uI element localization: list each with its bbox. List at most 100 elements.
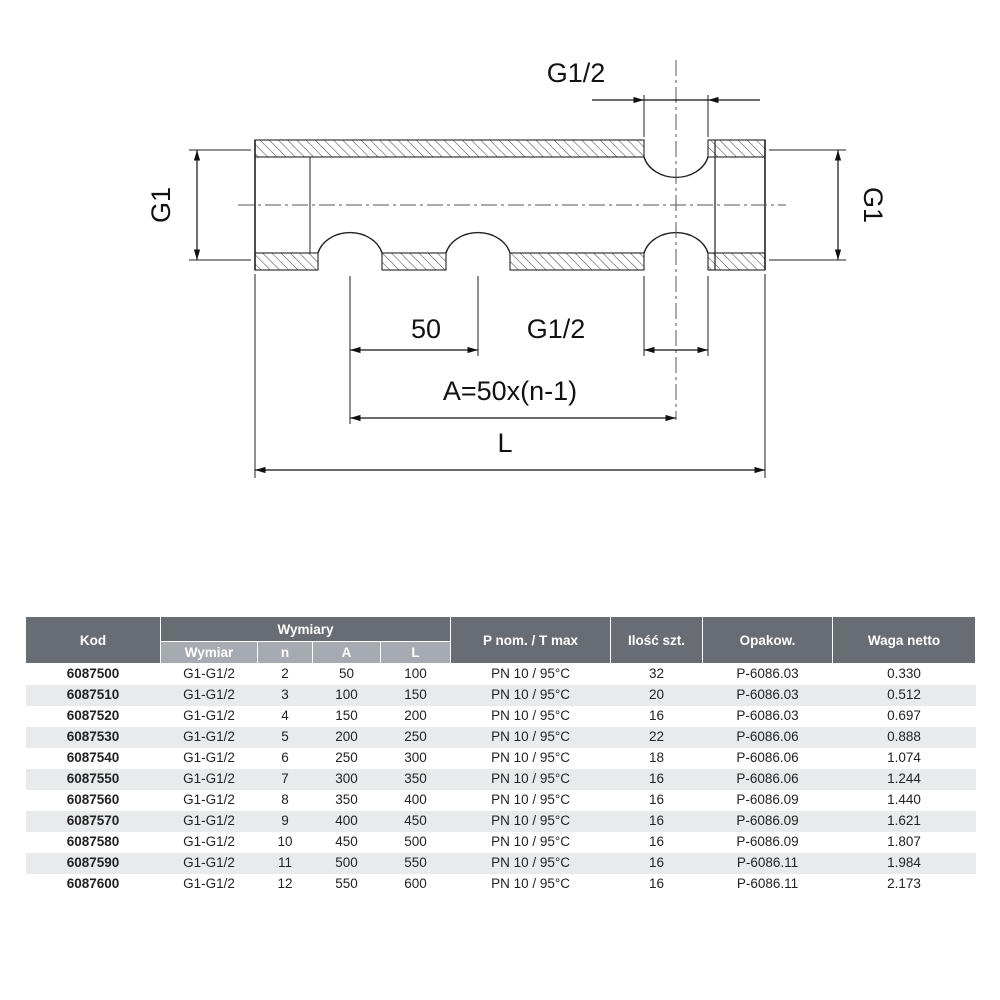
table-cell: 11	[277, 855, 292, 871]
table-cell: P-6086.03	[736, 687, 799, 703]
table-cell: 6087570	[66, 813, 120, 829]
table-cell: 150	[335, 708, 358, 724]
table-cell: PN 10 / 95°C	[491, 876, 570, 892]
table-cell: 16	[649, 855, 665, 871]
table-cell: P-6086.06	[736, 729, 799, 745]
column-header-wymiar: Wymiar	[160, 641, 258, 664]
table-row: 6087530 G1-G1/2 5 200 250 PN 10 / 95°C 22 P-608…	[25, 727, 976, 748]
table-cell: 1.440	[887, 792, 921, 808]
table-cell: P-6086.09	[736, 834, 799, 850]
label-g12-top: G1/2	[547, 58, 606, 88]
table-cell: PN 10 / 95°C	[491, 666, 570, 682]
table-cell: G1-G1/2	[183, 708, 235, 724]
table-cell: 6087560	[66, 792, 120, 808]
table-cell: 0.697	[887, 708, 921, 724]
table-cell: G1-G1/2	[183, 687, 235, 703]
table-cell: 6087550	[66, 771, 120, 787]
table-cell: P-6086.06	[736, 750, 799, 766]
table-cell: 1.074	[887, 750, 921, 766]
bottom-wall-3	[509, 252, 645, 271]
table-cell: PN 10 / 95°C	[491, 729, 570, 745]
dimension-labels: G1/2 G1 G1 50 G1/2 A=50x(n-1) L	[146, 58, 888, 458]
centerlines	[238, 60, 786, 420]
table-cell: P-6086.03	[736, 666, 799, 682]
top-wall-left	[254, 139, 645, 158]
table-cell: 550	[404, 855, 427, 871]
spec-table-header: Kod Wymiary P nom. / T max Ilość szt. Op…	[25, 616, 977, 664]
table-cell: 450	[404, 813, 427, 829]
table-cell: 300	[404, 750, 427, 766]
table-cell: 150	[404, 687, 427, 703]
table-cell: 0.888	[887, 729, 921, 745]
extension-lines	[189, 95, 846, 478]
table-cell: 32	[649, 666, 665, 682]
column-header-opakow: Opakow.	[702, 616, 834, 664]
table-cell: 22	[649, 729, 665, 745]
table-cell: 200	[335, 729, 358, 745]
column-header-ilosc: Ilość szt.	[610, 616, 704, 664]
table-cell: G1-G1/2	[183, 771, 235, 787]
table-cell: P-6086.03	[736, 708, 799, 724]
table-cell: 18	[649, 750, 665, 766]
table-cell: 3	[281, 687, 289, 703]
table-cell: PN 10 / 95°C	[491, 855, 570, 871]
label-g1-right: G1	[858, 187, 888, 223]
table-cell: 1.621	[887, 813, 921, 829]
table-cell: G1-G1/2	[183, 834, 235, 850]
table-cell: G1-G1/2	[183, 666, 235, 682]
label-a: A=50x(n-1)	[443, 376, 577, 406]
column-header-n: n	[257, 641, 313, 664]
table-cell: 16	[649, 771, 665, 787]
spec-table-container: Kod Wymiary P nom. / T max Ilość szt. Op…	[25, 616, 977, 895]
table-cell: 12	[277, 876, 293, 892]
dimension-lines	[193, 96, 842, 474]
table-cell: 100	[335, 687, 358, 703]
table-cell: 6087520	[66, 708, 120, 724]
bottom-wall-4	[707, 252, 766, 271]
table-cell: 1.244	[887, 771, 921, 787]
table-cell: 5	[281, 729, 289, 745]
table-cell: 200	[404, 708, 427, 724]
column-header-kod: Kod	[25, 616, 161, 664]
table-cell: P-6086.09	[736, 813, 799, 829]
table-cell: 6087590	[66, 855, 120, 871]
table-cell: 600	[404, 876, 427, 892]
column-header-l: L	[379, 641, 452, 664]
table-cell: 6087510	[66, 687, 120, 703]
table-cell: 350	[404, 771, 427, 787]
table-cell: G1-G1/2	[183, 792, 235, 808]
table-cell: 16	[649, 708, 665, 724]
table-cell: PN 10 / 95°C	[491, 687, 570, 703]
table-cell: 20	[649, 687, 665, 703]
table-cell: P-6086.11	[736, 876, 799, 892]
table-cell: 1.984	[887, 855, 921, 871]
table-cell: 4	[281, 708, 289, 724]
table-cell: 6087600	[66, 876, 120, 892]
table-cell: PN 10 / 95°C	[491, 813, 570, 829]
table-cell: PN 10 / 95°C	[491, 834, 570, 850]
table-cell: 250	[404, 729, 427, 745]
table-cell: 6087540	[66, 750, 120, 766]
table-cell: 8	[281, 792, 289, 808]
table-cell: 6087530	[66, 729, 120, 745]
table-cell: 6087580	[66, 834, 120, 850]
bottom-wall-2	[381, 252, 447, 271]
table-cell: 10	[277, 834, 293, 850]
table-cell: G1-G1/2	[183, 876, 235, 892]
table-cell: 450	[335, 834, 358, 850]
table-cell: G1-G1/2	[183, 813, 235, 829]
technical-drawing: G1/2 G1 G1 50 G1/2 A=50x(n-1) L	[146, 58, 888, 478]
table-cell: G1-G1/2	[183, 729, 235, 745]
table-cell: 300	[335, 771, 358, 787]
table-cell: G1-G1/2	[183, 750, 235, 766]
label-g12-bottom: G1/2	[527, 314, 586, 344]
